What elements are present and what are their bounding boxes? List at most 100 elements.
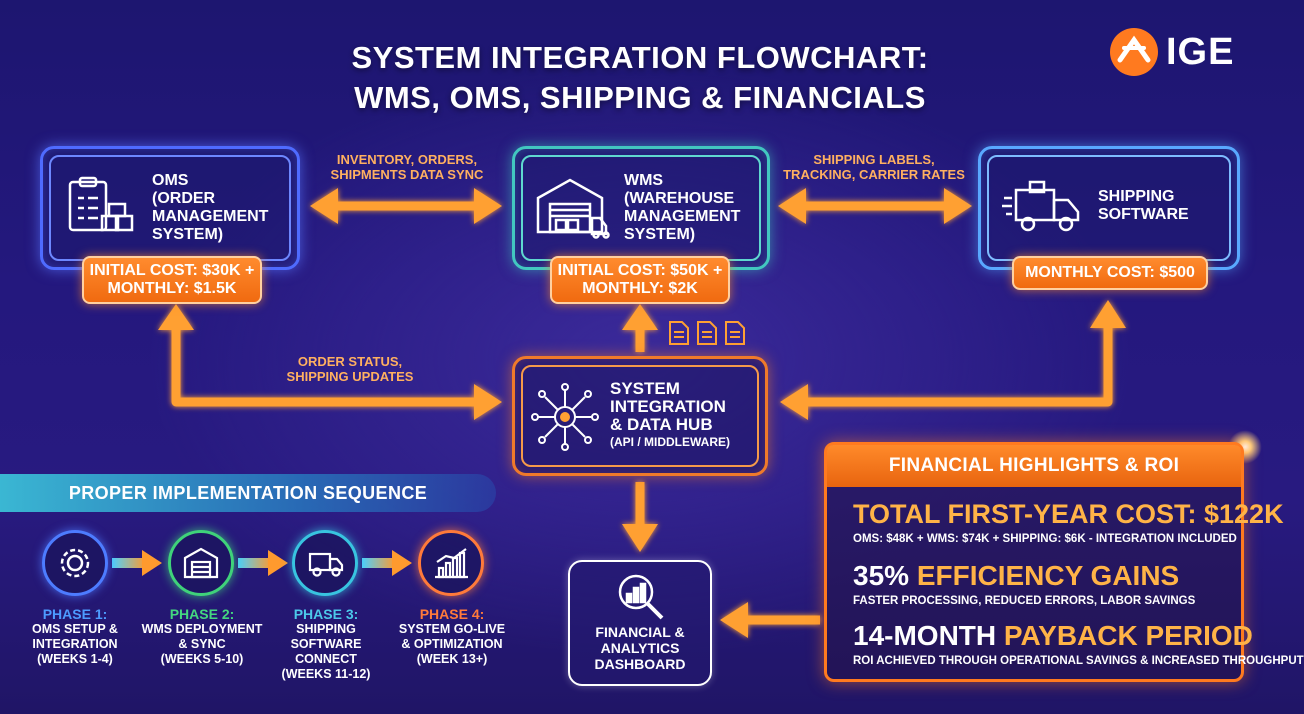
phase-3-circle bbox=[292, 530, 358, 596]
dashboard-node bbox=[568, 560, 712, 686]
arrow-wms-shipping bbox=[778, 188, 972, 224]
documents-icon bbox=[669, 321, 745, 345]
hub-subtitle: (API / MIDDLEWARE) bbox=[610, 435, 730, 449]
arrow-hub-dashboard bbox=[622, 482, 658, 552]
wms-subtitle-line: (WAREHOUSE bbox=[624, 190, 735, 207]
flow-label-line: ORDER STATUS, bbox=[297, 354, 403, 369]
flow-label-wms-shipping: SHIPPING LABELS, TRACKING, CARRIER RATES bbox=[778, 152, 970, 182]
arrow-shipping-hub bbox=[780, 300, 1126, 420]
efficiency-value: 35% bbox=[853, 560, 910, 591]
implementation-banner: PROPER IMPLEMENTATION SEQUENCE bbox=[0, 474, 496, 512]
flow-label-line: INVENTORY, ORDERS, bbox=[336, 152, 478, 167]
warehouse-icon bbox=[183, 547, 219, 579]
logo-text: IGE bbox=[1166, 30, 1235, 73]
oms-subtitle-line: MANAGEMENT bbox=[152, 208, 269, 225]
phase-duration: (WEEK 13+) bbox=[416, 652, 488, 666]
phase-desc-line: SYSTEM GO-LIVE bbox=[398, 622, 506, 636]
phase-desc-line: WMS DEPLOYMENT bbox=[141, 622, 263, 636]
arrow-hub-wms bbox=[622, 304, 658, 352]
clipboard-icon bbox=[68, 176, 134, 232]
total-cost-breakdown: OMS: $48K + WMS: $74K + SHIPPING: $6K - … bbox=[853, 533, 1237, 545]
phase-desc-line: & SYNC bbox=[178, 637, 226, 651]
dashboard-title-line: DASHBOARD bbox=[594, 656, 686, 672]
financial-panel-header: FINANCIAL HIGHLIGHTS & ROI bbox=[827, 445, 1241, 487]
page-title: SYSTEM INTEGRATION FLOWCHART: WMS, OMS, … bbox=[0, 38, 1280, 118]
hub-title-line: & DATA HUB bbox=[610, 415, 713, 434]
phase-2-circle bbox=[168, 530, 234, 596]
phase-duration: (WEEKS 5-10) bbox=[160, 652, 244, 666]
dashboard-node-label: FINANCIAL & ANALYTICS DASHBOARD bbox=[570, 624, 710, 672]
phase-title: PHASE 3: bbox=[293, 606, 359, 622]
phase-desc-line: OMS SETUP & bbox=[32, 622, 118, 636]
phase-1-text: PHASE 1: OMS SETUP & INTEGRATION (WEEKS … bbox=[13, 606, 137, 667]
shipping-node-label: SHIPPING SOFTWARE bbox=[1098, 188, 1228, 224]
oms-node-label: OMS (ORDER MANAGEMENT SYSTEM) bbox=[152, 172, 292, 244]
phase-connectors bbox=[112, 550, 412, 576]
oms-title: OMS bbox=[152, 172, 189, 189]
wms-cost-line: MONTHLY: $2K bbox=[582, 280, 698, 297]
oms-subtitle-line: SYSTEM) bbox=[152, 226, 224, 243]
hub-title-line: SYSTEM bbox=[610, 379, 680, 398]
oms-cost-badge: INITIAL COST: $30K + MONTHLY: $1.5K bbox=[82, 256, 262, 304]
payback-label: PAYBACK PERIOD bbox=[1003, 620, 1253, 651]
delivery-truck-icon bbox=[1002, 180, 1080, 232]
phase-2-text: PHASE 2: WMS DEPLOYMENT & SYNC (WEEKS 5-… bbox=[140, 606, 264, 667]
flow-label-oms-wms: INVENTORY, ORDERS, SHIPMENTS DATA SYNC bbox=[322, 152, 492, 182]
wms-subtitle-line: MANAGEMENT bbox=[624, 208, 741, 225]
shipping-title-line: SHIPPING bbox=[1098, 188, 1175, 205]
dashboard-title-line: ANALYTICS bbox=[600, 640, 680, 656]
payback-period: 14-MONTH PAYBACK PERIOD bbox=[853, 621, 1253, 651]
logo-mark-icon bbox=[1110, 28, 1158, 76]
gear-icon bbox=[60, 548, 90, 578]
dashboard-title-line: FINANCIAL & bbox=[595, 624, 685, 640]
growth-chart-icon bbox=[435, 548, 468, 579]
phase-4-circle bbox=[418, 530, 484, 596]
flow-label-line: SHIPMENTS DATA SYNC bbox=[330, 167, 484, 182]
shipping-title-line: SOFTWARE bbox=[1098, 206, 1189, 223]
network-hub-icon bbox=[531, 383, 599, 451]
shipping-cost-line: MONTHLY COST: $500 bbox=[1025, 264, 1195, 281]
shipping-cost-badge: MONTHLY COST: $500 bbox=[1012, 256, 1208, 290]
payback-value: 14-MONTH bbox=[853, 620, 997, 651]
flow-label-line: SHIPPING LABELS, bbox=[813, 152, 935, 167]
phase-desc-line: & OPTIMIZATION bbox=[401, 637, 503, 651]
phase-4-text: PHASE 4: SYSTEM GO-LIVE & OPTIMIZATION (… bbox=[390, 606, 514, 667]
flow-label-hub-oms: ORDER STATUS, SHIPPING UPDATES bbox=[270, 354, 430, 384]
arrow-financials-dashboard bbox=[720, 602, 820, 638]
phase-title: PHASE 2: bbox=[169, 606, 235, 622]
phase-title: PHASE 1: bbox=[42, 606, 108, 622]
flow-label-line: SHIPPING UPDATES bbox=[286, 369, 414, 384]
phase-3-text: PHASE 3: SHIPPING SOFTWARE CONNECT (WEEK… bbox=[264, 606, 388, 682]
warehouse-icon bbox=[536, 178, 610, 239]
brand-logo: IGE bbox=[1108, 24, 1248, 80]
phase-desc-line: SHIPPING SOFTWARE bbox=[290, 622, 362, 651]
oms-subtitle-line: (ORDER bbox=[152, 190, 216, 207]
phase-1-circle bbox=[42, 530, 108, 596]
flow-label-line: TRACKING, CARRIER RATES bbox=[783, 167, 965, 182]
shipping-node bbox=[978, 146, 1240, 270]
arrow-oms-wms bbox=[310, 188, 502, 224]
phase-duration: (WEEKS 1-4) bbox=[37, 652, 113, 666]
title-line-1: SYSTEM INTEGRATION FLOWCHART: bbox=[351, 40, 929, 75]
wms-subtitle-line: SYSTEM) bbox=[624, 226, 696, 243]
financial-panel-heading: FINANCIAL HIGHLIGHTS & ROI bbox=[888, 455, 1180, 476]
wms-cost-badge: INITIAL COST: $50K + MONTHLY: $2K bbox=[550, 256, 730, 304]
efficiency-label: EFFICIENCY GAINS bbox=[916, 560, 1180, 591]
phase-desc-line: CONNECT bbox=[295, 652, 357, 666]
magnifier-chart-icon bbox=[618, 574, 664, 620]
efficiency-gains: 35% EFFICIENCY GAINS bbox=[853, 561, 1179, 591]
payback-detail: ROI ACHIEVED THROUGH OPERATIONAL SAVINGS… bbox=[853, 655, 1304, 667]
phase-duration: (WEEKS 11-12) bbox=[281, 667, 371, 681]
implementation-heading: PROPER IMPLEMENTATION SEQUENCE bbox=[68, 482, 428, 503]
oms-cost-line: MONTHLY: $1.5K bbox=[107, 280, 237, 297]
wms-cost-line: INITIAL COST: $50K + bbox=[557, 262, 723, 279]
title-line-2: WMS, OMS, SHIPPING & FINANCIALS bbox=[354, 80, 926, 115]
efficiency-detail: FASTER PROCESSING, REDUCED ERRORS, LABOR… bbox=[853, 595, 1196, 607]
wms-node-label: WMS (WAREHOUSE MANAGEMENT SYSTEM) bbox=[624, 172, 764, 244]
total-cost-value: TOTAL FIRST-YEAR COST: $122K bbox=[853, 499, 1284, 529]
phase-desc-line: INTEGRATION bbox=[32, 637, 118, 651]
financial-highlights-panel: FINANCIAL HIGHLIGHTS & ROI TOTAL FIRST-Y… bbox=[824, 442, 1304, 682]
phase-title: PHASE 4: bbox=[419, 606, 485, 622]
hub-node-label: SYSTEM INTEGRATION & DATA HUB (API / MID… bbox=[610, 380, 760, 450]
oms-cost-line: INITIAL COST: $30K + bbox=[89, 262, 255, 279]
